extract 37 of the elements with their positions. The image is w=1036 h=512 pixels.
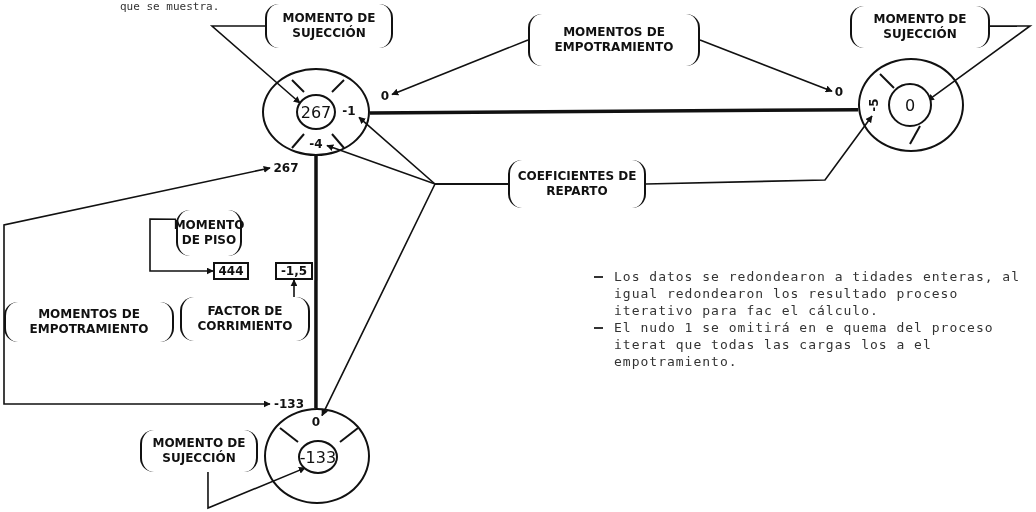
sector-value: -4 [305, 136, 327, 152]
inner-circle: 267 [296, 94, 336, 130]
leader-arrow [391, 39, 529, 96]
moment-value: 0 [832, 84, 846, 100]
leader-arrow [645, 115, 873, 185]
sector-value: -1 [339, 102, 359, 120]
caption-fragment: que se muestra. [120, 0, 220, 13]
inner-circle: -133 [298, 440, 338, 474]
leader-arrow [290, 279, 298, 298]
callout-label: MOMENTO DE SUJECCIÓN [265, 4, 393, 48]
leader-arrow [321, 183, 509, 417]
value-box: -1,5 [275, 262, 313, 280]
moment-value: -133 [270, 396, 308, 412]
leader-arrow [3, 165, 271, 323]
moment-value: 267 [270, 160, 302, 176]
callout-label: COEFICIENTES DE REPARTO [508, 160, 646, 208]
sector-value: -5 [864, 94, 884, 116]
leader-arrow [209, 25, 301, 104]
leader-arrow [699, 39, 833, 93]
moment-value: 0 [378, 88, 392, 104]
callout-label: MOMENTOS DE EMPOTRAMIENTO [4, 302, 174, 342]
leader-arrow [3, 321, 271, 408]
sector-value: 0 [309, 414, 323, 430]
leader-arrow [207, 467, 306, 510]
callout-label: MOMENTO DE SUJECCIÓN [140, 430, 258, 472]
note-text: Los datos se redondearon a tidades enteras, al igual redondearon los resultado proceso iterativo para fac el cálculo. [614, 269, 1021, 318]
callout-label: MOMENTO DE SUJECCIÓN [850, 6, 990, 48]
note-text: El nudo 1 se omitirá en e quema del proceso iterat que todas las cargas los a el empotramiento. [614, 320, 994, 369]
joint-circle [858, 58, 964, 152]
member-line [370, 107, 858, 115]
callout-label: MOMENTOS DE EMPOTRAMIENTO [528, 14, 700, 66]
joint-circle [262, 68, 370, 156]
inner-circle: 0 [888, 83, 932, 127]
value-box: 444 [213, 262, 249, 280]
callout-label: FACTOR DE CORRIMIENTO [180, 297, 310, 341]
joint-circle [264, 408, 370, 504]
member-line [314, 156, 318, 408]
